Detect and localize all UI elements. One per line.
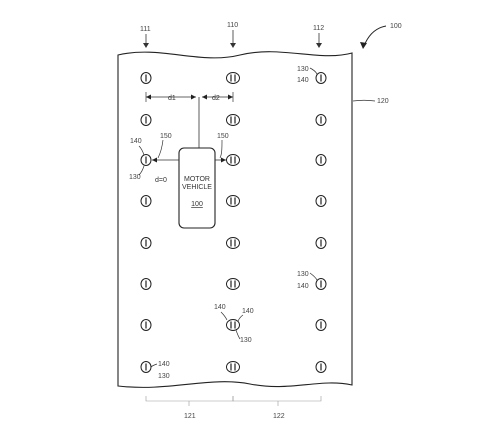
road-marker-double — [226, 72, 240, 84]
ref-150-right: 150 — [217, 133, 229, 140]
sensor-arrowhead-right — [221, 157, 226, 163]
road-marker — [315, 361, 327, 373]
leader-140-center-a — [220, 311, 228, 321]
vehicle-label-line2: VEHICLE — [182, 184, 212, 191]
ref-121: 121 — [184, 413, 196, 420]
road-marker — [140, 154, 152, 166]
road-marker — [140, 237, 152, 249]
leader-120 — [352, 99, 376, 102]
ref-100: 100 — [390, 23, 402, 30]
road-marker — [140, 114, 152, 126]
dimension-d1: d1 — [145, 92, 196, 102]
ref-130-center: 130 — [240, 337, 252, 344]
dimension-d2: d2 — [202, 92, 234, 102]
road-marker — [315, 154, 327, 166]
road-marker — [315, 195, 327, 207]
ref-140-center-b: 140 — [242, 308, 254, 315]
arrowhead-100 — [360, 42, 367, 49]
road-marker — [315, 278, 327, 290]
motor-vehicle — [178, 147, 216, 229]
lane-bracket-122 — [232, 396, 322, 406]
road-marker — [140, 278, 152, 290]
arrowhead-112 — [316, 43, 322, 48]
ref-111: 111 — [140, 26, 151, 33]
vehicle-number: 100 — [191, 201, 203, 208]
road-marker-double — [226, 154, 240, 166]
road-marker — [140, 195, 152, 207]
leader-150-right — [219, 139, 223, 159]
road-marker — [315, 72, 327, 84]
road-marker-double — [226, 114, 240, 126]
ref-120: 120 — [377, 98, 389, 105]
leader-130-upper-right — [309, 67, 318, 75]
leader-140-bottom-left — [150, 363, 158, 368]
ref-140-left: 140 — [130, 138, 142, 145]
label-d2: d2 — [212, 95, 220, 102]
middle-markers — [226, 72, 240, 373]
road-marker-double — [226, 278, 240, 290]
ref-112: 112 — [313, 25, 324, 32]
right-markers — [315, 72, 327, 373]
road-marker — [140, 361, 152, 373]
leader-130-left — [138, 165, 145, 176]
road-marker-double — [226, 195, 240, 207]
ref-130-mid-right: 130 — [297, 271, 309, 278]
road-marker — [140, 319, 152, 331]
leader-140-center-b — [237, 314, 244, 322]
ref-150-left: 150 — [160, 133, 172, 140]
ref-130-left: 130 — [129, 174, 141, 181]
left-markers — [140, 72, 152, 373]
leader-140-left — [138, 145, 145, 156]
sensor-arrowhead-left — [152, 157, 157, 163]
ref-140-mid-right: 140 — [297, 283, 309, 290]
ref-140-upper-right: 140 — [297, 77, 309, 84]
leader-150-left — [157, 139, 164, 159]
road-marker-double — [226, 237, 240, 249]
arrowhead-111 — [143, 43, 149, 48]
leader-130-mid-right — [309, 272, 318, 281]
ref-140-center-a: 140 — [214, 304, 226, 311]
arrow-100 — [363, 25, 387, 47]
road-marker — [315, 114, 327, 126]
ref-122: 122 — [273, 413, 285, 420]
ref-140-bottom-left: 140 — [158, 361, 170, 368]
label-d1: d1 — [168, 95, 176, 102]
lane-bracket-121 — [145, 396, 234, 406]
road-marker-double — [226, 319, 240, 331]
arrowhead-110 — [230, 43, 236, 48]
ref-130-upper-right: 130 — [297, 66, 309, 73]
ref-130-bottom-left: 130 — [158, 373, 170, 380]
leader-130-center — [235, 329, 241, 340]
road-marker — [315, 237, 327, 249]
road-surface — [117, 51, 353, 388]
road-marker-double — [226, 361, 240, 373]
road-marker — [315, 319, 327, 331]
vehicle-label-line1: MOTOR — [184, 176, 210, 183]
ref-110: 110 — [227, 22, 238, 29]
road-marker — [140, 72, 152, 84]
label-d0: d=0 — [155, 177, 167, 184]
